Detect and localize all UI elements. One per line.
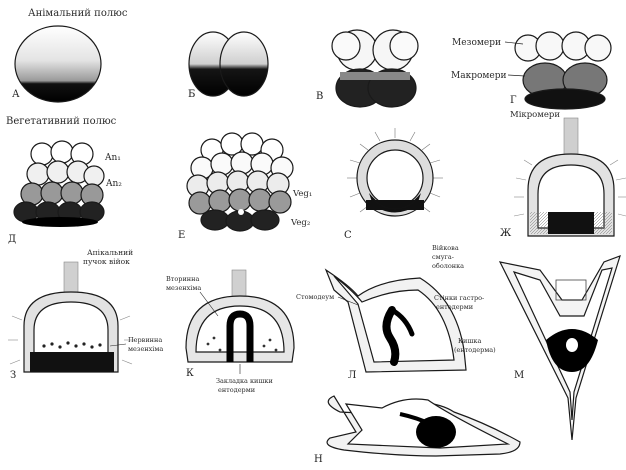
panel-letter-a: А — [12, 89, 20, 100]
ciliated-band-label-3: оболонка — [432, 262, 464, 270]
panel-l-prism-larva — [326, 270, 466, 372]
panel-letter-zh: Ж — [500, 228, 512, 239]
panel-letter-l: Л — [348, 370, 356, 381]
panel-d-sixtyfour-cell — [14, 141, 104, 227]
gut-label-2: (ентодерма) — [454, 346, 496, 354]
mesomeres-label: Мезомери — [452, 38, 501, 48]
panel-m-pluteus-larva — [500, 256, 620, 440]
panel-s-blastula — [347, 128, 443, 216]
apical-tuft-label-1: Апікальний — [87, 248, 133, 257]
archenteron-label-2: ентодерми — [218, 386, 255, 394]
panel-letter-s: С — [344, 230, 352, 241]
ciliated-band-label-2: смуга- — [432, 253, 454, 261]
primary-mesenchyme-label-1: Первинна — [128, 336, 162, 344]
panel-letter-d: Д — [8, 234, 16, 245]
panel-n-late-prism — [327, 396, 520, 456]
archenteron-label-1: Закладка кишки — [216, 377, 273, 385]
ciliated-band-label-1: Війкова — [432, 244, 459, 252]
micromeres-label: Мікромери — [510, 110, 560, 120]
an1-label: An₁ — [104, 153, 121, 163]
panel-zh-mesenchyme-blastula — [514, 118, 626, 236]
panel-letter-b: Б — [188, 89, 195, 100]
panel-g-sixteen-cell — [515, 32, 611, 109]
panel-letter-v: В — [316, 91, 323, 102]
vegetal-pole-label: Вегетативний полюс — [6, 116, 117, 127]
secondary-mesenchyme-label-2: мезенхіма — [166, 284, 201, 292]
veg2-label: Veg₂ — [290, 218, 310, 228]
panel-letter-k: К — [186, 368, 194, 379]
coelom-walls-label-2: ентодерми — [436, 303, 473, 311]
apical-tuft-label-2: пучок війок — [83, 257, 130, 266]
panel-letter-m: М — [514, 370, 524, 381]
panel-letter-n: Н — [314, 454, 323, 465]
coelom-walls-label-1: Стінки гастро- — [434, 294, 484, 302]
animal-pole-label: Анімальний полюс — [28, 8, 128, 19]
panel-letter-e: Е — [178, 230, 185, 241]
gut-label-1: Кишка — [458, 337, 481, 345]
macromeres-label: Макромери — [451, 71, 506, 81]
panel-v-eight-cell — [332, 30, 418, 107]
veg1-label: Veg₁ — [292, 189, 312, 199]
primary-mesenchyme-label-2: мезенхіма — [128, 345, 163, 353]
panel-k-late-gastrula — [186, 270, 294, 362]
panel-letter-g: Г — [510, 95, 517, 106]
secondary-mesenchyme-label-1: Вторинна — [166, 275, 199, 283]
panel-z-early-gastrula — [8, 262, 134, 372]
panel-e-morula — [187, 133, 293, 231]
panel-b-two-cell — [189, 32, 268, 96]
panel-a-egg — [15, 26, 101, 102]
panel-letter-z: З — [10, 370, 16, 381]
stomodeum-label: Стомодеум — [296, 293, 334, 301]
an2-label: An₂ — [105, 179, 122, 189]
